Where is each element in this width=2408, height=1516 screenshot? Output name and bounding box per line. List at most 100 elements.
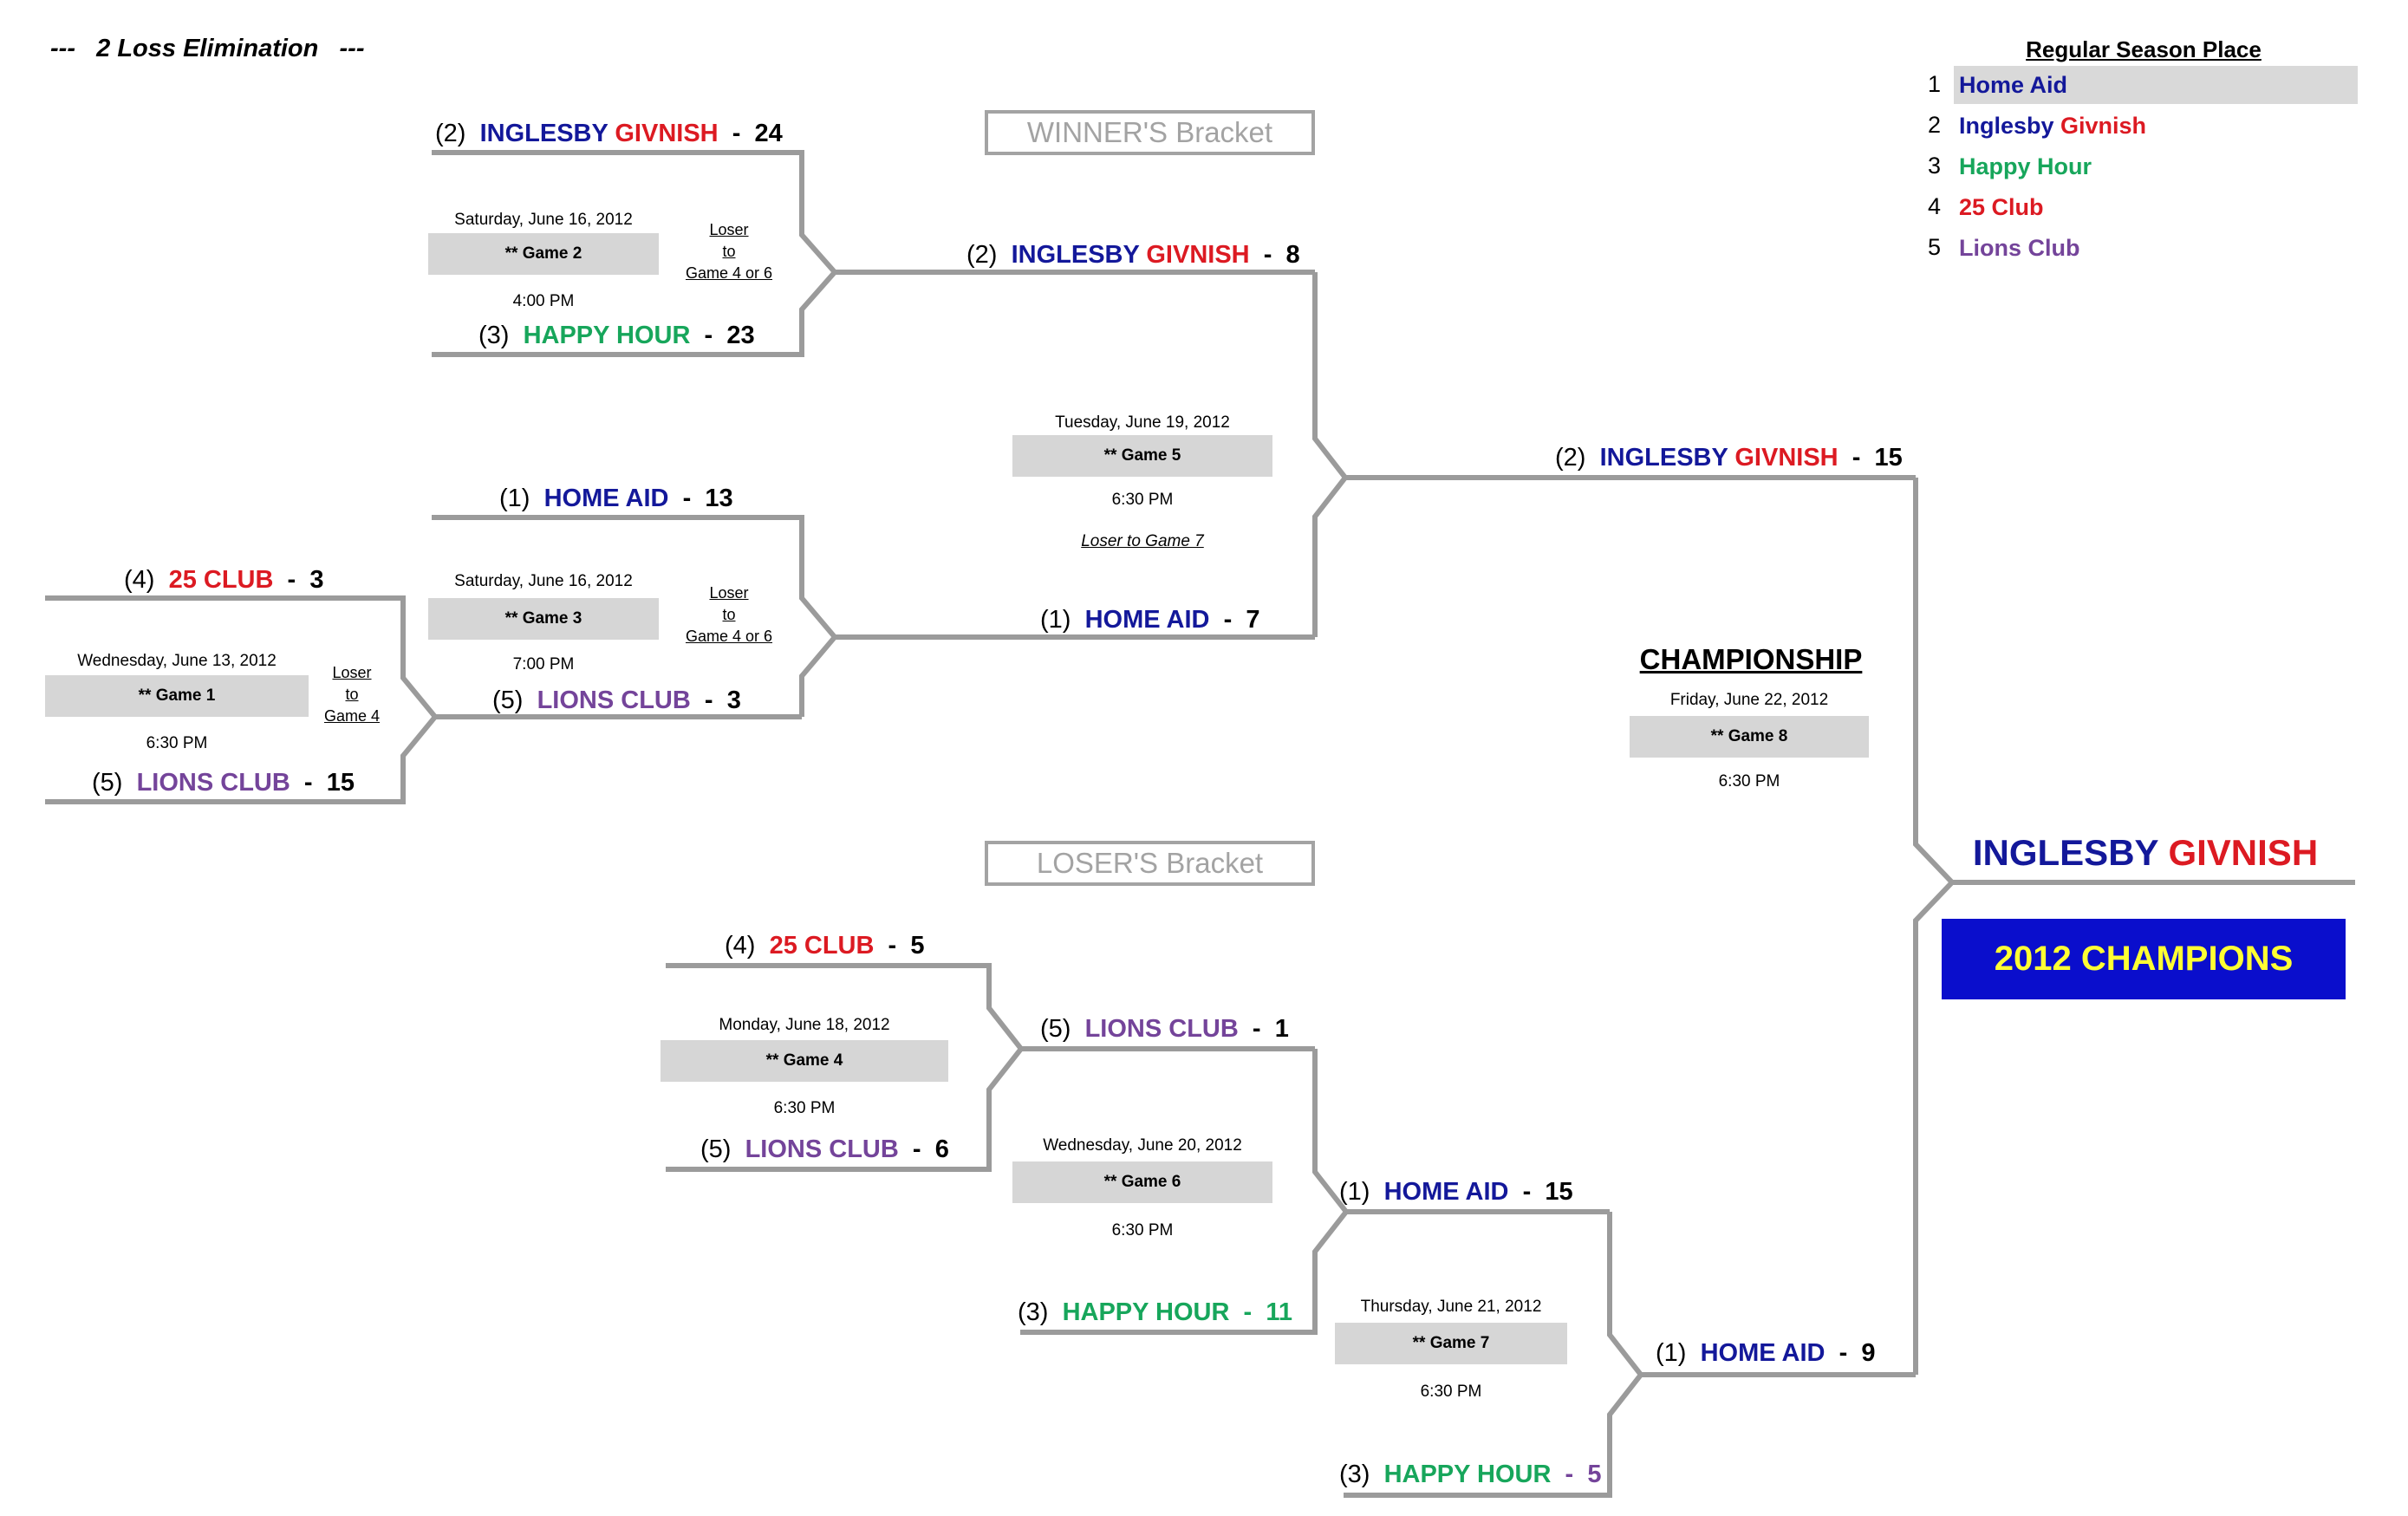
legend-rank: 2 bbox=[1928, 112, 1942, 138]
g5-game-box: ** Game 5 bbox=[1012, 435, 1272, 477]
team-name: 25 CLUB bbox=[769, 932, 875, 960]
entry-g7-top: (1) HOME AID - 15 bbox=[1339, 1178, 1573, 1206]
g7-date: Thursday, June 21, 2012 bbox=[1360, 1298, 1542, 1316]
champions-banner: 2012 CHAMPIONS bbox=[1942, 919, 2346, 999]
team-name: INGLESBY bbox=[1599, 444, 1735, 472]
team-seed: (5) bbox=[492, 686, 524, 714]
g8-game-box: ** Game 8 bbox=[1630, 716, 1869, 758]
legend-row: 25 Club bbox=[1954, 188, 2358, 226]
g6-date: Wednesday, June 20, 2012 bbox=[1043, 1136, 1242, 1155]
legend-team-name: Happy Hour bbox=[1959, 153, 2092, 179]
legend-team-name: Givnish bbox=[2060, 113, 2147, 139]
legend-row: Lions Club bbox=[1954, 229, 2358, 267]
team-seed: (1) bbox=[1656, 1339, 1687, 1367]
team-name: HAPPY HOUR bbox=[1383, 1461, 1552, 1488]
entry-g3-bottom: (5) LIONS CLUB - 3 bbox=[492, 686, 741, 714]
team-name: HOME AID bbox=[1084, 606, 1210, 634]
g4-date: Monday, June 18, 2012 bbox=[719, 1016, 890, 1034]
team-name: INGLESBY bbox=[479, 120, 615, 147]
team-score: 13 bbox=[705, 485, 733, 512]
g6-game-box: ** Game 6 bbox=[1012, 1161, 1272, 1203]
team-name: INGLESBY bbox=[1011, 241, 1147, 269]
team-name: 25 CLUB bbox=[168, 566, 274, 594]
team-score: 8 bbox=[1285, 241, 1300, 269]
team-score: 3 bbox=[726, 686, 741, 714]
team-name: LIONS CLUB bbox=[136, 769, 290, 797]
entry-g6-bottom: (3) HAPPY HOUR - 11 bbox=[1018, 1298, 1292, 1326]
team-seed: (4) bbox=[124, 566, 155, 594]
team-name: GIVNISH bbox=[615, 120, 719, 147]
team-seed: (4) bbox=[725, 932, 756, 960]
team-name: GIVNISH bbox=[1734, 444, 1839, 472]
champion-name-part2: GIVNISH bbox=[2168, 832, 2319, 873]
legend-team-name: 25 Club bbox=[1959, 194, 2044, 220]
g3-date: Saturday, June 16, 2012 bbox=[454, 572, 633, 590]
g6-time: 6:30 PM bbox=[1111, 1221, 1174, 1239]
winners-bracket-label: WINNER'S Bracket bbox=[985, 110, 1315, 155]
g6-connector bbox=[1020, 1049, 1350, 1335]
team-name: HOME AID bbox=[1700, 1339, 1826, 1367]
entry-g2-bottom: (3) HAPPY HOUR - 23 bbox=[478, 322, 755, 349]
entry-g4-bottom: (5) LIONS CLUB - 6 bbox=[700, 1135, 949, 1163]
g7-time: 6:30 PM bbox=[1420, 1383, 1482, 1401]
team-name: GIVNISH bbox=[1146, 241, 1250, 269]
team-seed: (3) bbox=[1339, 1461, 1370, 1488]
team-score: 5 bbox=[1587, 1461, 1602, 1488]
g2-time: 4:00 PM bbox=[512, 292, 575, 310]
team-score: 24 bbox=[754, 120, 783, 147]
legend-row: Happy Hour bbox=[1954, 147, 2358, 185]
team-score: 9 bbox=[1861, 1339, 1876, 1367]
team-score: 5 bbox=[910, 932, 925, 960]
g2-game-box: ** Game 2 bbox=[428, 233, 659, 275]
entry-g6-top: (5) LIONS CLUB - 1 bbox=[1040, 1015, 1289, 1043]
losers-bracket-label: LOSER'S Bracket bbox=[985, 841, 1315, 886]
legend-rank: 5 bbox=[1928, 234, 1942, 260]
g7-game-box: ** Game 7 bbox=[1335, 1323, 1567, 1364]
champion-name: INGLESBY GIVNISH bbox=[1942, 832, 2349, 874]
team-score: 1 bbox=[1274, 1015, 1289, 1043]
legend-row: Home Aid bbox=[1954, 66, 2358, 104]
entry-g8-bottom: (1) HOME AID - 9 bbox=[1656, 1339, 1876, 1367]
g5-loser-note: Loser to Game 7 bbox=[1081, 532, 1204, 550]
entry-g8-top: (2) INGLESBY GIVNISH - 15 bbox=[1555, 444, 1903, 472]
legend-team-name: Inglesby bbox=[1959, 113, 2061, 139]
team-score: 15 bbox=[326, 769, 355, 797]
page-title: --- 2 Loss Elimination --- bbox=[50, 35, 365, 62]
entry-g7-bottom: (3) HAPPY HOUR - 5 bbox=[1339, 1461, 1602, 1488]
team-name: LIONS CLUB bbox=[1084, 1015, 1239, 1043]
team-score: 15 bbox=[1545, 1178, 1573, 1206]
team-seed: (3) bbox=[1018, 1298, 1049, 1326]
team-seed: (3) bbox=[478, 322, 510, 349]
g1-date: Wednesday, June 13, 2012 bbox=[77, 652, 277, 670]
team-seed: (2) bbox=[966, 241, 998, 269]
g3-connector bbox=[432, 515, 838, 717]
team-score: 11 bbox=[1266, 1298, 1292, 1326]
championship-heading: CHAMPIONSHIP bbox=[1639, 643, 1863, 675]
g1-time: 6:30 PM bbox=[146, 734, 208, 752]
g3-time: 7:00 PM bbox=[512, 655, 575, 673]
team-score: 6 bbox=[934, 1135, 949, 1163]
team-name: HOME AID bbox=[1383, 1178, 1509, 1206]
g5-connector bbox=[1312, 272, 1349, 637]
legend-rank: 3 bbox=[1928, 153, 1942, 179]
team-seed: (5) bbox=[1040, 1015, 1071, 1043]
g8-date: Friday, June 22, 2012 bbox=[1669, 691, 1829, 709]
team-seed: (2) bbox=[1555, 444, 1586, 472]
legend-row: Inglesby Givnish bbox=[1954, 107, 2358, 145]
g7-connector bbox=[1344, 1212, 1644, 1498]
team-seed: (5) bbox=[700, 1135, 732, 1163]
team-score: 3 bbox=[309, 566, 324, 594]
g4-time: 6:30 PM bbox=[773, 1099, 836, 1117]
g5-date: Tuesday, June 19, 2012 bbox=[1055, 413, 1230, 432]
g1-game-box: ** Game 1 bbox=[45, 675, 309, 717]
legend-rank: 4 bbox=[1928, 193, 1942, 219]
g5-time: 6:30 PM bbox=[1111, 491, 1174, 509]
team-score: 7 bbox=[1246, 606, 1260, 634]
team-seed: (2) bbox=[435, 120, 466, 147]
entry-g1-top: (4) 25 CLUB - 3 bbox=[124, 566, 324, 594]
legend-rank: 1 bbox=[1928, 71, 1942, 97]
